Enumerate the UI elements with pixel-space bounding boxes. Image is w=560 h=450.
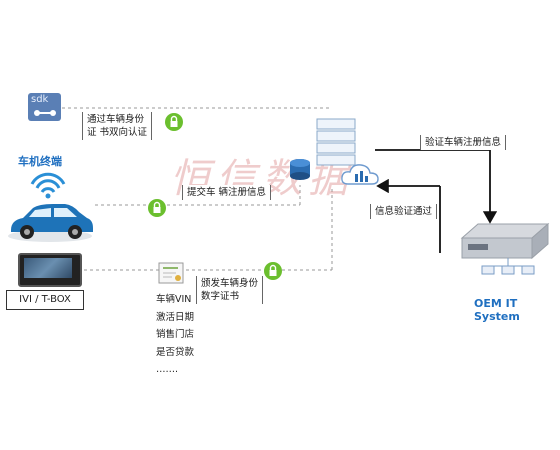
- list-item: …….: [156, 364, 179, 375]
- list-item: 销售门店: [156, 329, 195, 340]
- server-icon: [316, 118, 356, 166]
- sdk-wrench-icon: sdk: [28, 93, 61, 121]
- cert-fields-list: 车辆VIN 激活日期 销售门店 是否贷款 …….: [156, 291, 194, 379]
- verify-pass-label: 信息验证通过: [370, 204, 438, 219]
- step3-line2: 数字证书: [201, 291, 240, 302]
- wifi-icon: [30, 172, 66, 199]
- car-icon: [8, 204, 93, 242]
- list-item: 是否贷款: [156, 346, 195, 358]
- cloud-icon: [341, 164, 379, 185]
- ivi-tbox-text: IVI / T-BOX: [19, 294, 71, 305]
- terminal-title: 车机终端: [18, 155, 62, 168]
- step1-line1: 通过车辆身份: [87, 114, 145, 125]
- step2-label: 提交车 辆注册信息: [182, 185, 272, 200]
- ivi-tbox-label: IVI / T-BOX: [6, 290, 84, 310]
- certificate-icon: [158, 262, 184, 284]
- screen-icon: [18, 253, 82, 287]
- sdk-label: sdk: [31, 94, 49, 105]
- list-item: 激活日期: [156, 311, 195, 323]
- rack-server-icon: [460, 222, 550, 275]
- step3-line1: 颁发车辆身份: [201, 278, 259, 289]
- lock-icon: [264, 262, 282, 280]
- lock-icon: [165, 113, 183, 131]
- step1-line2: 证 书双向认证: [87, 127, 148, 138]
- step1-label: 通过车辆身份 证 书双向认证: [82, 112, 153, 140]
- list-item: 车辆VIN: [156, 294, 192, 305]
- lock-icon: [148, 199, 166, 217]
- step3-label: 颁发车辆身份 数字证书: [196, 276, 264, 304]
- verify-reg-label: 验证车辆注册信息: [420, 135, 507, 150]
- oem-label: OEM IT System: [474, 297, 520, 323]
- database-icon: [290, 159, 310, 180]
